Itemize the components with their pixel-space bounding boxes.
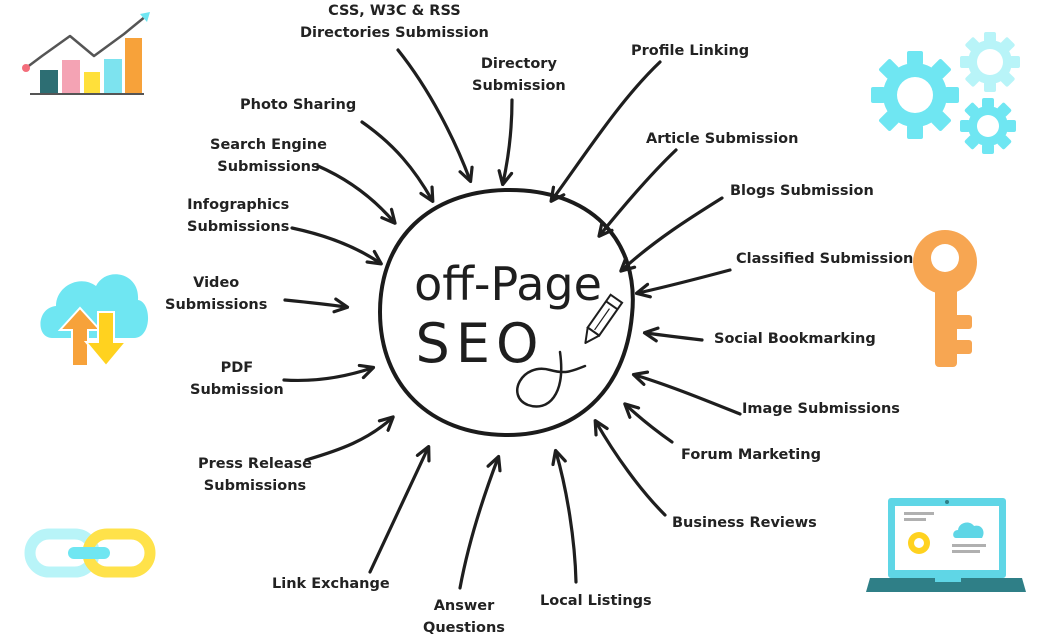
label-classified-submission: Classified Submission [736,251,914,267]
arrow-local [551,448,578,584]
key-icon [913,230,977,367]
label-photo-sharing: Photo Sharing [240,97,357,113]
arrow-photo [360,120,435,203]
label-article-submission: Article Submission [646,131,799,147]
arrow-press [304,415,395,462]
gears-icon [871,32,1020,154]
label-answer-questions: Answer Questions [423,598,505,636]
label-infographics-submissions: Infographics Submissions [187,197,290,235]
arrow-business [593,419,667,517]
arrow-video [283,297,350,314]
arrow-article [597,148,678,238]
label-forum-marketing: Forum Marketing [681,447,821,463]
link-chain-icon [24,528,156,578]
arrow-forum [623,402,674,444]
arrow-infographics [290,226,383,266]
center-title-line2: SEO [416,312,545,375]
arrow-social [642,326,704,343]
label-search-engine-submissions: Search Engine Submissions [210,137,327,175]
arrow-link-exchange [368,444,431,574]
arrow-css-w3c [396,48,474,184]
cloud-sync-icon [40,274,149,368]
arrow-classified [634,268,732,299]
label-directory-submission: Directory Submission [472,56,566,94]
arrow-directory [497,98,514,187]
label-image-submissions: Image Submissions [742,401,900,417]
center-circle [377,187,635,438]
arrow-pdf [282,363,376,382]
laptop-icon [866,498,1026,592]
label-css-w3c-rss: CSS, W3C & RSS Directories Submission [300,3,489,41]
label-business-reviews: Business Reviews [672,515,817,531]
label-video-submissions: Video Submissions [165,275,268,313]
label-local-listings: Local Listings [540,593,652,609]
label-press-release-submissions: Press Release Submissions [198,456,312,494]
label-blogs-submission: Blogs Submission [730,183,874,199]
arrow-search [316,164,397,225]
label-profile-linking: Profile Linking [631,43,750,59]
label-link-exchange: Link Exchange [272,576,390,592]
label-pdf-submission: PDF Submission [190,360,284,398]
label-social-bookmarking: Social Bookmarking [714,331,876,347]
pencil-icon [584,293,624,345]
arrow-answer [458,454,502,590]
center-title-line1: off-Page [414,257,602,311]
arrow-blogs [619,196,724,273]
arrow-profile [549,60,662,203]
bar-chart-icon [22,12,150,95]
arrow-image [631,370,742,416]
title-swash [516,350,587,408]
